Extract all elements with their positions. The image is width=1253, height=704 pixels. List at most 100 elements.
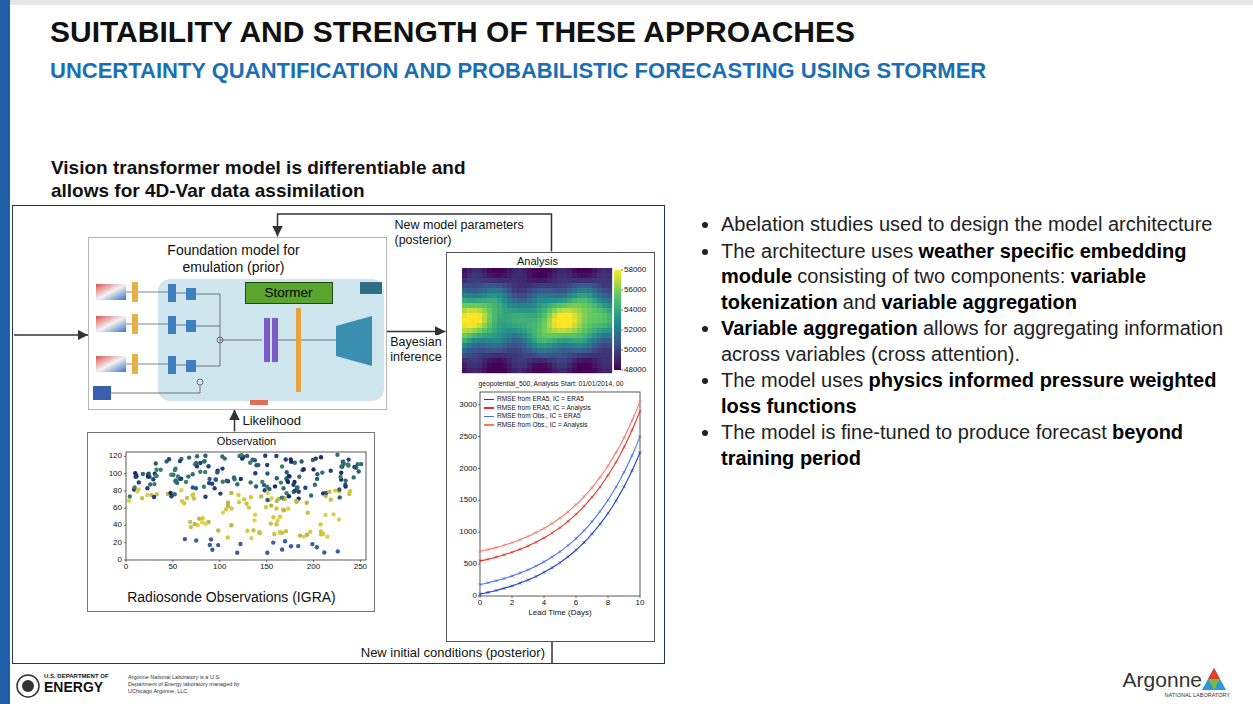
agency-name-slot: U.S. DEPARTMENT OF xyxy=(44,673,124,680)
legend-swatch xyxy=(484,407,494,409)
tick-marks xyxy=(124,270,640,598)
axis-tick: 40 xyxy=(92,520,122,530)
rmse-chart-axes xyxy=(480,392,640,596)
axis-tick-slot: 200 xyxy=(302,562,326,572)
axis-tick: 8 xyxy=(598,598,618,608)
bullet-emphasis: Variable aggregation xyxy=(721,317,918,339)
legend-row: RMSE from Obs., IC = Analysis xyxy=(484,421,634,429)
legend-text: RMSE from ERA5, IC = ERA5 xyxy=(497,395,634,403)
colorbar-tick: 48000 xyxy=(624,365,654,375)
agency-name: U.S. DEPARTMENT OF xyxy=(44,673,124,680)
bullet-text: The model uses xyxy=(721,369,863,391)
panel-title: Analysis xyxy=(463,255,613,268)
bullet-text: consisting of two components: xyxy=(797,265,1065,287)
axis-tick-slot: 40 xyxy=(92,520,122,530)
frame-heading: Vision transformer model is differentiab… xyxy=(51,156,501,202)
axis-tick: 2500 xyxy=(448,432,477,442)
axis-tick: 4 xyxy=(534,598,554,608)
edge-label-slot: Bayesian inference xyxy=(389,335,444,365)
axis-tick-slot: 20 xyxy=(92,538,122,548)
lab-subname: NATIONAL LABORATORY xyxy=(1140,692,1230,699)
colorbar-tick-slot: 58000 xyxy=(624,265,654,275)
footer-note-slot: Argonne National Laboratory is a U.S. De… xyxy=(128,674,248,695)
axis-tick: 0 xyxy=(470,598,490,608)
axis-tick-slot: 8 xyxy=(598,598,618,608)
panel-box: Foundation model for emulation (prior) St… xyxy=(88,237,387,410)
diagram-frame: Vision transformer model is differentiab… xyxy=(12,205,665,664)
panel-caption: Radiosonde Observations (IGRA) xyxy=(102,589,362,606)
input-arrow xyxy=(14,334,88,336)
axis-tick-slot: 2 xyxy=(502,598,522,608)
legend-text: RMSE from ERA5, IC = Analysis xyxy=(497,404,634,412)
colorbar-tick-slot: 56000 xyxy=(624,285,654,295)
bullet-list: Abelation studies used to design the mod… xyxy=(695,212,1253,472)
model-name: Stormer xyxy=(246,283,332,303)
colorbar xyxy=(614,270,621,370)
axis-tick-slot: 3000 xyxy=(448,400,477,410)
slide-subtitle: UNCERTAINTY QUANTIFICATION AND PROBABILI… xyxy=(50,58,1240,84)
axis-tick-slot: 2500 xyxy=(448,432,477,442)
axis-tick: 500 xyxy=(448,559,477,569)
axis-tick: 10 xyxy=(630,598,650,608)
colorbar-tick-slot: 52000 xyxy=(624,325,654,335)
bullet-text: and xyxy=(843,291,876,313)
lab-name-slot: Argonne xyxy=(1120,668,1202,692)
lab-subname-slot: NATIONAL LABORATORY xyxy=(1140,692,1230,699)
edge-label-slot: Likelihood xyxy=(243,413,333,428)
legend-text: RMSE from Obs., IC = Analysis xyxy=(497,421,634,429)
axis-tick: 80 xyxy=(92,486,122,496)
edge-label-slot: New model parameters (posterior) xyxy=(395,218,535,248)
slide-title: SUITABILITY AND STRENGTH OF THESE APPROA… xyxy=(50,14,1240,50)
panel-box: Analysis geopotential_500, Analysis Start… xyxy=(446,252,655,642)
axis-tick-slot: 1000 xyxy=(448,527,477,537)
model-box: Stormer xyxy=(245,282,333,304)
legend-row: RMSE from ERA5, IC = ERA5 xyxy=(484,395,634,403)
axis-tick: 100 xyxy=(208,562,232,572)
colorbar-tick-slot: 54000 xyxy=(624,305,654,315)
edge-label: New model parameters (posterior) xyxy=(395,218,535,248)
observation-dots xyxy=(127,453,364,556)
bullet-item: The model usesphysics informed pressure … xyxy=(721,368,1253,419)
model-title: Foundation model for emulation (prior) xyxy=(159,242,309,276)
axis-tick: 250 xyxy=(348,562,372,572)
doe-logo xyxy=(17,675,39,697)
legend-swatch xyxy=(484,399,494,401)
network-sketch xyxy=(93,279,384,405)
axis-tick-slot: 6 xyxy=(566,598,586,608)
axis-tick: 0 xyxy=(114,562,138,572)
bullet-text: The model is fine-tuned to produce forec… xyxy=(721,421,1107,443)
panel-title: Observation xyxy=(172,435,322,448)
colorbar-tick: 58000 xyxy=(624,265,654,275)
legend-text: RMSE from Obs., IC = ERA5 xyxy=(497,412,634,420)
analysis-heatmap xyxy=(462,268,612,373)
legend-row: RMSE from Obs., IC = ERA5 xyxy=(484,412,634,420)
axis-tick: 0 xyxy=(92,555,122,565)
axis-tick-slot: 250 xyxy=(348,562,372,572)
chart-title: geopotential_500, Analysis Start: 01/01/… xyxy=(449,379,654,389)
axis-tick-slot: 10 xyxy=(630,598,650,608)
axis-tick: 6 xyxy=(566,598,586,608)
footer-note: Argonne National Laboratory is a U.S. De… xyxy=(128,674,248,695)
colorbar-tick: 52000 xyxy=(624,325,654,335)
flow-note-slot: New initial conditions (posterior) xyxy=(335,645,545,661)
bullet-text: Abelation studies used to design the mod… xyxy=(721,213,1212,235)
axis-tick: 50 xyxy=(161,562,185,572)
connector xyxy=(387,331,446,333)
bullet-item: Variable aggregationallows for aggregati… xyxy=(721,316,1253,367)
axis-tick: 2000 xyxy=(448,464,477,474)
colorbar-tick-slot: 48000 xyxy=(624,365,654,375)
flow-note: New initial conditions (posterior) xyxy=(335,645,545,661)
bullet-emphasis: variable aggregation xyxy=(881,291,1077,313)
colorbar-tick-slot: 50000 xyxy=(624,345,654,355)
axis-tick-slot: 80 xyxy=(92,486,122,496)
axis-tick-slot: 0 xyxy=(470,598,490,608)
side-bar xyxy=(0,0,10,704)
axis-tick: 1000 xyxy=(448,527,477,537)
legend-swatch xyxy=(484,424,494,426)
slide-title-slot: SUITABILITY AND STRENGTH OF THESE APPROA… xyxy=(50,14,1240,50)
colorbar-tick: 50000 xyxy=(624,345,654,355)
legend-row: RMSE from ERA5, IC = Analysis xyxy=(484,404,634,412)
axis-tick: 2 xyxy=(502,598,522,608)
axis-title: Lead Time (Days) xyxy=(480,608,640,618)
